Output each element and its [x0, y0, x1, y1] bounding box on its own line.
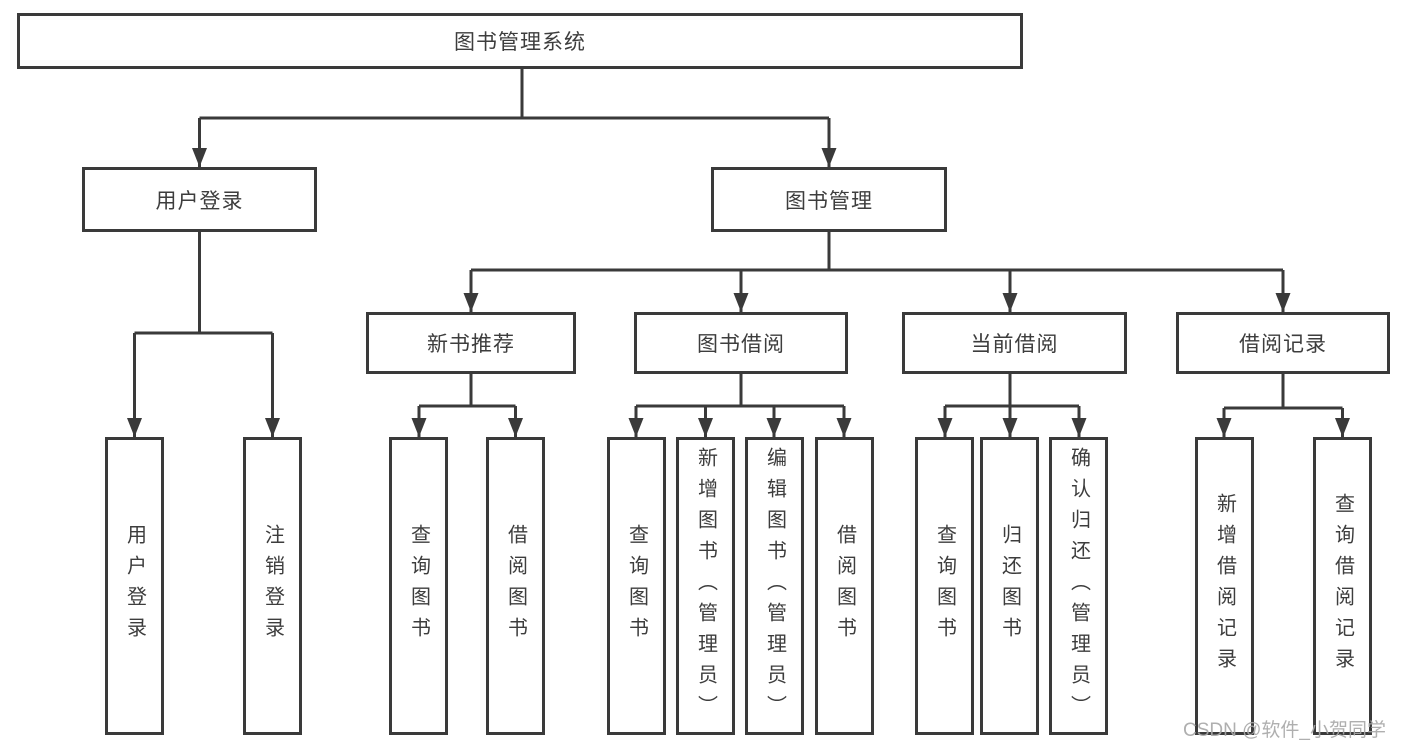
node-label: 借阅记录 — [1239, 333, 1327, 356]
node-library-management-system: 图书管理系统 — [17, 13, 1023, 69]
node-label: 当前借阅 — [970, 333, 1059, 356]
leaf-confirm-return-admin: 确认归还（管理员） — [1049, 437, 1108, 735]
node-label: 查询图书 — [407, 524, 430, 648]
node-label: 查询图书 — [625, 524, 648, 648]
node-label: 借阅图书 — [833, 524, 856, 648]
node-label: 新书推荐 — [427, 333, 515, 356]
leaf-query-books-current: 查询图书 — [915, 437, 974, 735]
node-label: 查询图书 — [933, 524, 956, 648]
node-label: 新增借阅记录 — [1213, 493, 1236, 679]
node-user-login: 用户登录 — [82, 167, 317, 232]
leaf-add-book-admin: 新增图书（管理员） — [676, 437, 735, 735]
leaf-return-book: 归还图书 — [980, 437, 1039, 735]
leaf-borrow-books-recommend: 借阅图书 — [486, 437, 545, 735]
csdn-watermark: CSDN @软件_小贺同学 — [1183, 720, 1386, 741]
leaf-borrow-books-borrow: 借阅图书 — [815, 437, 874, 735]
node-book-borrowing: 图书借阅 — [634, 312, 848, 374]
node-label: 查询借阅记录 — [1331, 493, 1354, 679]
node-label: 注销登录 — [261, 524, 284, 648]
node-label: 新增图书（管理员） — [694, 446, 717, 726]
node-label: 用户登录 — [123, 524, 146, 648]
node-label: 归还图书 — [998, 524, 1021, 648]
node-label: 图书管理 — [785, 189, 873, 213]
node-current-borrowing: 当前借阅 — [902, 312, 1127, 374]
leaf-add-borrow-record: 新增借阅记录 — [1195, 437, 1254, 735]
node-label: 图书借阅 — [697, 333, 785, 356]
node-label: 图书管理系统 — [454, 31, 586, 54]
leaf-user-login: 用户登录 — [105, 437, 164, 735]
node-borrowing-records: 借阅记录 — [1176, 312, 1390, 374]
node-label: 用户登录 — [155, 189, 244, 213]
leaf-edit-book-admin: 编辑图书（管理员） — [745, 437, 804, 735]
node-label: 借阅图书 — [504, 524, 527, 648]
node-book-management: 图书管理 — [711, 167, 947, 232]
leaf-logout: 注销登录 — [243, 437, 302, 735]
leaf-query-books-recommend: 查询图书 — [389, 437, 448, 735]
node-label: 确认归还（管理员） — [1067, 446, 1090, 726]
node-new-book-recommendation: 新书推荐 — [366, 312, 576, 374]
node-label: 编辑图书（管理员） — [763, 446, 786, 726]
connector-lines — [133, 69, 1344, 437]
leaf-query-books-borrow: 查询图书 — [607, 437, 666, 735]
leaf-query-borrow-record: 查询借阅记录 — [1313, 437, 1372, 735]
